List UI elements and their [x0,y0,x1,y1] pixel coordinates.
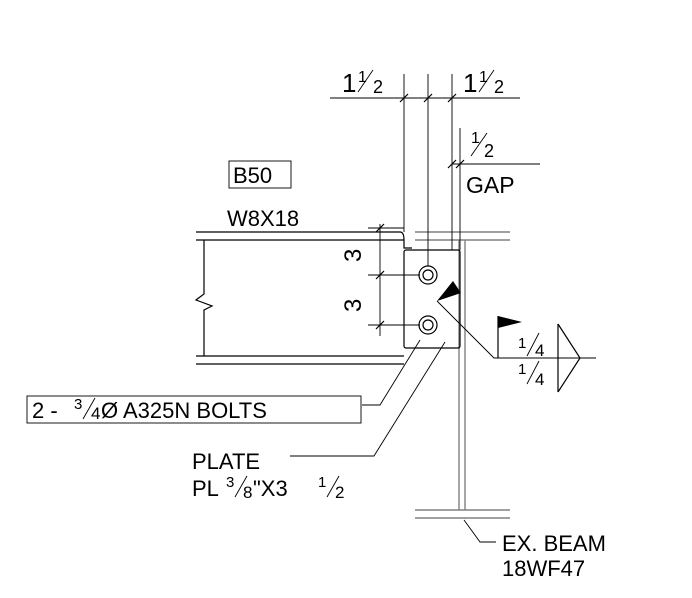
plate-spec-num2: 1 [318,474,326,491]
dim-right-num: 1 [479,69,488,86]
gap-num: 1 [471,130,480,147]
plate-spec-num: 3 [226,474,234,491]
weld-arrowhead [437,281,461,301]
beam-size: W8X18 [227,206,299,231]
existing-beam-line1: EX. BEAM [502,531,606,556]
plate-spec-mid: "X3 [253,476,288,501]
dim-left-edge: 1 1 2 [342,68,383,98]
weld-bottom-den: 4 [535,370,544,389]
beam-mark: B50 [233,163,272,188]
dim-left-num: 1 [358,69,367,86]
new-beam-w8x18 [194,231,412,365]
bolt-callout-prefix: 2 - [32,398,58,423]
bolt-callout-suffix: Ø A325N BOLTS [101,398,267,423]
weld-symbol: 1 4 1 4 [436,281,596,393]
plate-title: PLATE [192,449,260,474]
dim-bolt-spacing: 1 1 2 [463,68,504,98]
existing-beam-callout: EX. BEAM 18WF47 [463,519,606,581]
weld-top-num: 1 [518,335,526,352]
dim-right-den: 2 [494,77,504,97]
existing-beam-18wf47 [415,231,510,519]
plate-spec-den: 8 [243,483,252,502]
gap-label: GAP [466,172,515,198]
weld-top-den: 4 [535,341,544,360]
bolt-callout-den: 4 [91,404,100,423]
vertical-dimension: 3 3 [340,223,420,336]
plate-callout: PLATE PL 3 8 "X3 1 2 [192,341,446,502]
beam-mark-box [228,160,292,189]
plate-spec-den2: 2 [335,483,344,502]
plate-spec-prefix: PL [192,476,219,501]
dim-pitch-lower: 3 [340,299,367,312]
weld-bottom-num: 1 [518,361,526,378]
gap-den: 2 [484,141,494,161]
dim-pitch-upper: 3 [340,249,367,262]
bolt-upper [418,265,438,285]
gap-dimension: 1 2 GAP [447,128,540,250]
existing-beam-line2: 18WF47 [502,556,585,581]
field-weld-flag [498,316,522,328]
bolt-callout-num: 3 [74,396,82,413]
shear-plate [403,249,461,349]
dim-left-den: 2 [373,77,383,97]
bolt-lower [418,315,438,335]
dim-right-whole: 1 [463,68,477,98]
top-dimension [330,74,520,266]
dim-left-whole: 1 [342,68,356,98]
bolt-callout: 2 - 3 4 Ø A325N BOLTS [26,339,421,424]
